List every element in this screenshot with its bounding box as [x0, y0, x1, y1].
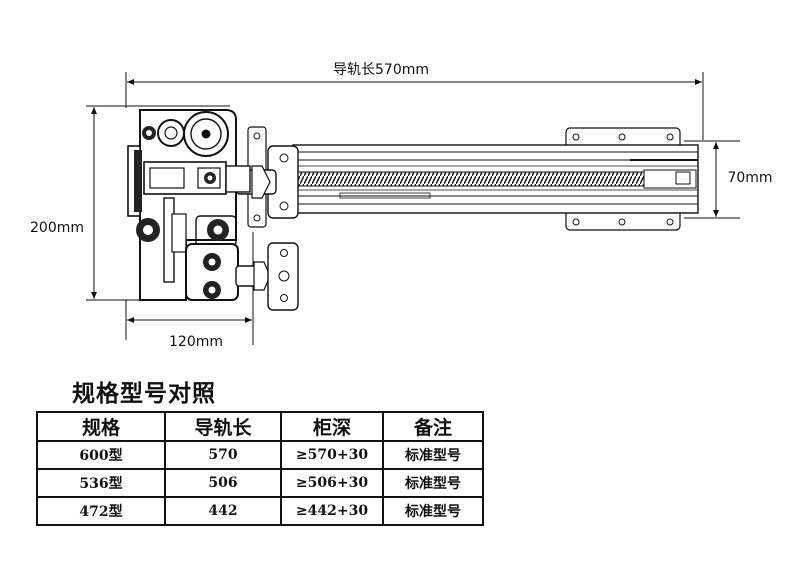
table-row: 472型 442 ≥442+30 标准型号 [36, 496, 484, 526]
cell-note: 标准型号 [382, 440, 484, 470]
lower-bracket [185, 242, 299, 311]
dimension-rail-length: 导轨长570mm [125, 62, 704, 140]
cell-cabinet-depth: ≥570+30 [280, 440, 384, 470]
dimension-label-depth: 120mm [169, 334, 223, 350]
cell-note: 标准型号 [382, 468, 484, 498]
header-spec: 规格 [36, 411, 166, 442]
cell-cabinet-depth: ≥506+30 [280, 468, 384, 498]
header-cabinet-depth: 柜深 [280, 411, 384, 442]
dimension-width: 70mm [684, 140, 773, 219]
cell-rail-length: 442 [164, 496, 282, 526]
header-note: 备注 [382, 411, 484, 442]
spec-table: 规格 导轨长 柜深 备注 600型 570 ≥570+30 标准型号 536型 … [36, 411, 484, 526]
cell-rail-length: 570 [164, 440, 282, 470]
cell-spec: 600型 [36, 440, 166, 470]
cell-note: 标准型号 [382, 496, 484, 526]
header-rail-length: 导轨长 [164, 411, 282, 442]
dimension-label-width: 70mm [727, 170, 772, 186]
table-header-row: 规格 导轨长 柜深 备注 [36, 411, 484, 442]
table-row: 536型 506 ≥506+30 标准型号 [36, 468, 484, 498]
cell-spec: 536型 [36, 468, 166, 498]
cell-spec: 472型 [36, 496, 166, 526]
cell-rail-length: 506 [164, 468, 282, 498]
dimension-label-height: 200mm [30, 220, 84, 236]
table-row: 600型 570 ≥570+30 标准型号 [36, 440, 484, 470]
rail-assembly [235, 126, 699, 231]
dimension-label-rail-length: 导轨长570mm [333, 62, 429, 78]
technical-drawing: 导轨长570mm 200mm 70mm 120mm [30, 62, 773, 350]
spec-table-title: 规格型号对照 [72, 381, 216, 407]
dimension-depth: 120mm [125, 232, 254, 350]
cell-cabinet-depth: ≥442+30 [280, 496, 384, 526]
